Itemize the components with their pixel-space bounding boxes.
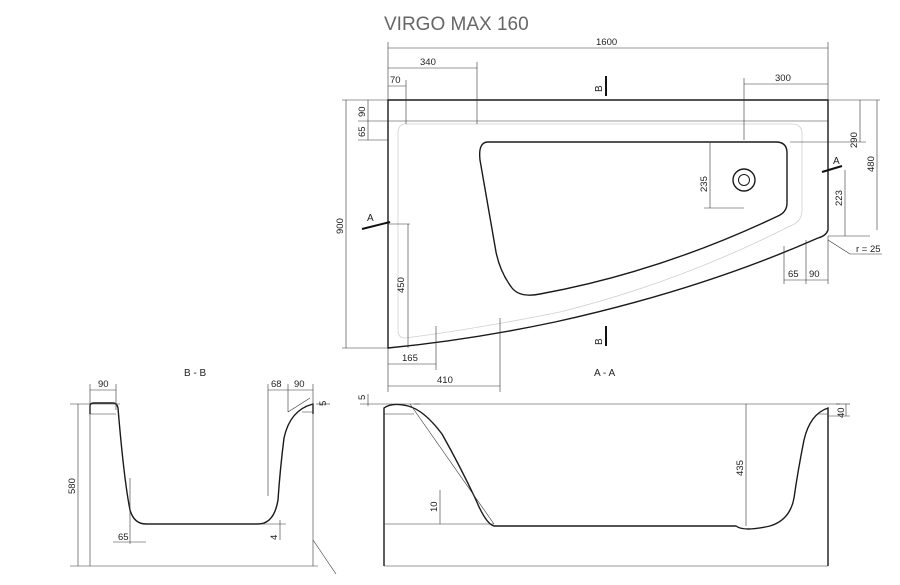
dim-label-5: 5	[318, 401, 329, 406]
section-a-a: A - A 5 40 435 10	[357, 368, 850, 567]
section-b-b: B - B 580 90 68 90 5 65 4	[67, 368, 337, 575]
inner-rim-outline	[397, 123, 803, 339]
dim-label-90-right: 90	[809, 269, 820, 280]
dim-label-40: 40	[836, 407, 847, 418]
dim-label-580: 580	[67, 478, 78, 494]
section-a-a-profile	[383, 403, 829, 566]
section-a-cut-left	[361, 221, 391, 230]
dim-label-223: 223	[834, 190, 845, 206]
section-b-b-rim	[90, 411, 313, 415]
dim-label-90-right: 90	[294, 379, 305, 390]
basin-outline	[478, 141, 788, 296]
drawing-title: VIRGO MAX 160	[384, 14, 529, 35]
dim-label-70: 70	[390, 75, 401, 86]
tub-outline-top	[387, 99, 829, 349]
dim-label-480: 480	[866, 156, 877, 172]
section-a-a-label: A - A	[594, 368, 615, 379]
dim-label-235: 235	[699, 176, 710, 192]
drain-icon	[732, 168, 756, 192]
leader-line	[312, 539, 337, 575]
cut-label-a-right: A	[833, 156, 840, 167]
radius-leader	[827, 239, 851, 255]
dim-label-340: 340	[420, 57, 436, 68]
cut-label-b-top: B	[594, 85, 605, 92]
dim-label-65-right: 65	[788, 269, 799, 280]
angle-leader	[287, 397, 311, 413]
dim-label-165: 165	[402, 353, 418, 364]
section-a-cut-right	[821, 165, 843, 173]
section-b-b-label: B - B	[184, 368, 207, 379]
section-b-b-profile	[89, 402, 314, 525]
dim-label-5: 5	[357, 395, 368, 400]
dim-label-68: 68	[271, 379, 282, 390]
dim-label-450: 450	[396, 277, 407, 293]
dim-label-65-left: 65	[357, 126, 368, 137]
top-view: 1600 340 70 300 B B 900 90 65 A 450 165	[335, 37, 882, 392]
cut-label-a-left: A	[367, 213, 374, 224]
cut-label-b-bottom: B	[594, 338, 605, 345]
angle-leader	[409, 403, 495, 525]
dim-label-900: 900	[335, 218, 346, 234]
dim-label-90-left: 90	[98, 379, 109, 390]
dim-label-1600: 1600	[596, 37, 617, 48]
dim-label-300: 300	[775, 73, 791, 84]
dim-label-410: 410	[437, 375, 453, 386]
dim-label-4: 4	[269, 535, 280, 540]
drain-inner-ring	[738, 174, 750, 186]
dim-label-290: 290	[849, 132, 860, 148]
dim-label-90-left: 90	[357, 106, 368, 117]
dim-label-435: 435	[735, 460, 746, 476]
dim-label-10: 10	[429, 501, 440, 512]
dim-label-65: 65	[118, 532, 129, 543]
radius-label: r = 25	[856, 244, 881, 255]
